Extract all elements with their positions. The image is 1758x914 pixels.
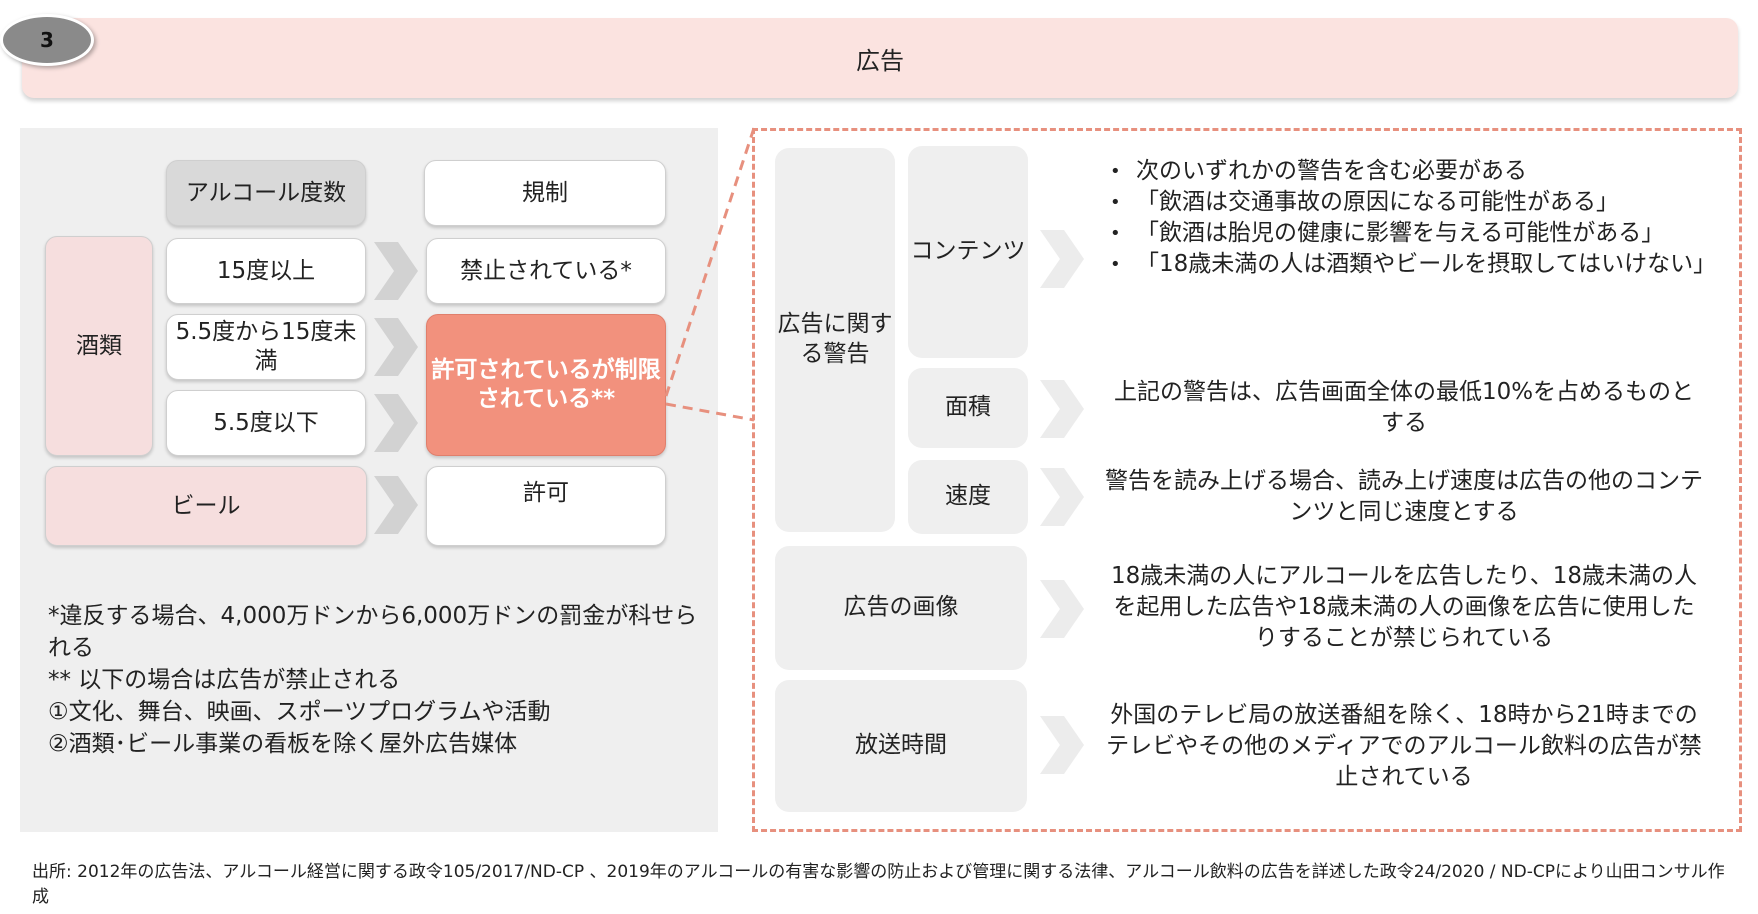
broadcast-time-label: 放送時間 [775, 680, 1027, 812]
content-bullet: 「18歳未満の人は酒類やビールを摂取してはいけない」 [1106, 249, 1716, 280]
chevron-right-icon [1038, 378, 1086, 440]
warning-group-label: 広告に関する警告 [775, 148, 895, 532]
content-warnings: 次のいずれかの警告を含む必要がある 「飲酒は交通事故の原因になる可能性がある」 … [1106, 156, 1716, 280]
chevron-right-icon [372, 392, 420, 454]
footnote-restriction-intro: ** 以下の場合は広告が禁止される [48, 667, 401, 693]
chevron-right-icon [1038, 714, 1086, 776]
chevron-right-icon [372, 240, 420, 302]
row-label-beer: ビール [45, 466, 367, 546]
rule-prohibited: 禁止されている* [426, 238, 666, 304]
image-text: 18歳未満の人にアルコールを広告したり、18歳未満の人を起用した広告や18歳未満… [1111, 562, 1697, 651]
chevron-right-icon [1038, 228, 1086, 290]
content-label: コンテンツ [908, 146, 1028, 358]
header-bar [22, 18, 1738, 98]
header-alcohol-degree: アルコール度数 [166, 160, 366, 226]
page-title: 広告 [856, 46, 904, 75]
footnotes: *違反する場合、4,000万ドンから6,000万ドンの罰金が科せられる ** 以… [48, 600, 708, 760]
broadcast-time-text: 外国のテレビ局の放送番組を除く、18時から21時までのテレビやその他のメディアで… [1106, 701, 1702, 790]
image-label: 広告の画像 [775, 546, 1027, 670]
chevron-right-icon [372, 474, 420, 536]
degree-15-plus: 15度以上 [166, 238, 366, 304]
content-bullet: 次のいずれかの警告を含む必要がある [1106, 156, 1706, 187]
advertising-rules-panel [752, 128, 1742, 832]
degree-5-5-to-15: 5.5度から15度未満 [166, 314, 366, 380]
speed-label: 速度 [908, 460, 1028, 534]
section-number-badge: 3 [0, 14, 94, 66]
speed-text: 警告を読み上げる場合、読み上げ速度は広告の他のコンテンツと同じ速度とする [1105, 468, 1703, 525]
dashed-connector [664, 127, 756, 422]
content-bullet: 「飲酒は交通事故の原因になる可能性がある」 [1106, 187, 1706, 218]
area-label: 面積 [908, 368, 1028, 448]
header-regulation: 規制 [424, 160, 666, 226]
footnote-fine: *違反する場合、4,000万ドンから6,000万ドンの罰金が科せられる [48, 603, 698, 661]
area-text: 上記の警告は、広告画面全体の最低10%を占めるものとする [1113, 379, 1695, 436]
source-note: 出所: 2012年の広告法、アルコール経営に関する政令105/2017/ND-C… [32, 862, 1725, 907]
footnote-restriction-1: ①文化、舞台、映画、スポーツプログラムや活動 [48, 699, 551, 725]
rule-restricted: 許可されているが制限されている** [426, 314, 666, 456]
chevron-right-icon [1038, 466, 1086, 528]
chevron-right-icon [372, 316, 420, 378]
row-label-liquor: 酒類 [45, 236, 153, 456]
chevron-right-icon [1038, 578, 1086, 640]
rule-allowed: 許可 [426, 466, 666, 546]
degree-5-5-below: 5.5度以下 [166, 390, 366, 456]
footnote-restriction-2: ②酒類･ビール事業の看板を除く屋外広告媒体 [48, 731, 518, 757]
content-bullet: 「飲酒は胎児の健康に影響を与える可能性がある」 [1106, 218, 1706, 249]
